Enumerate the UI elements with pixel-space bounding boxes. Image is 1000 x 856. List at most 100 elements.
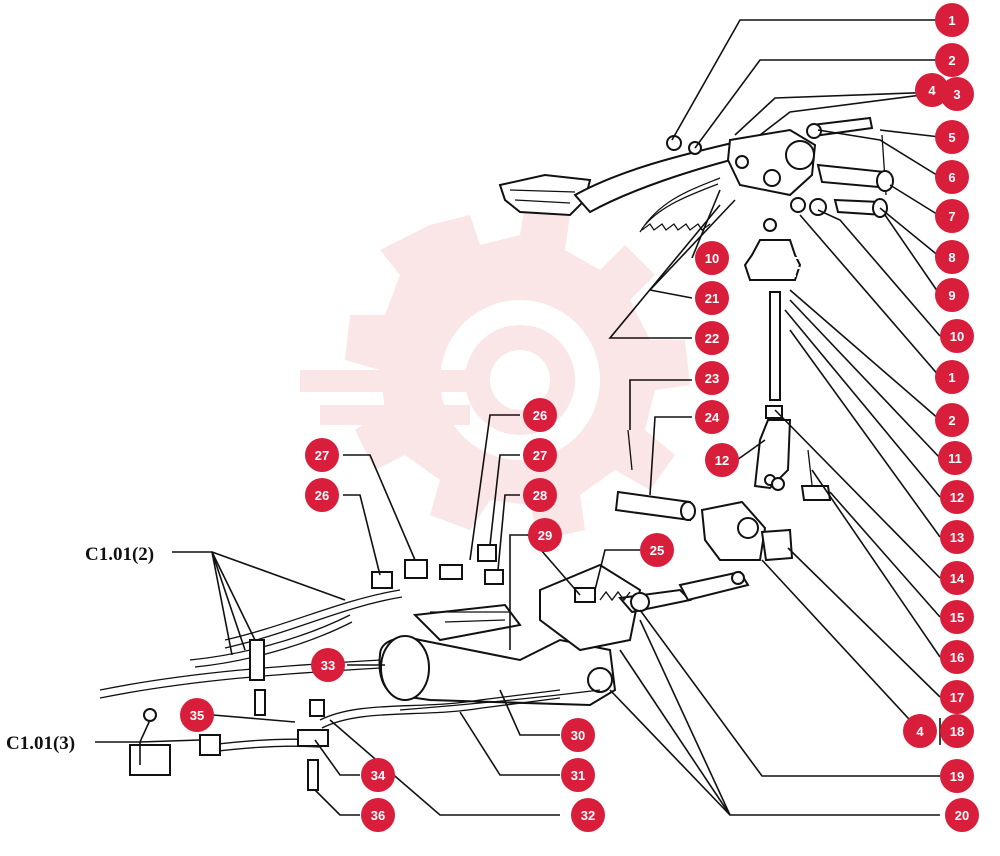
callout-number: 22 xyxy=(705,331,719,346)
callout-number: 19 xyxy=(950,769,964,784)
callout-circle xyxy=(180,698,214,732)
callout-badge: 27 xyxy=(523,438,557,472)
callout-badge: 15 xyxy=(940,600,974,634)
callout-circle xyxy=(561,758,595,792)
callout-circle xyxy=(940,77,974,111)
callout-circle xyxy=(935,403,969,437)
callout-badge: 34 xyxy=(361,758,395,792)
callout-circle xyxy=(940,600,974,634)
callout-number: 10 xyxy=(705,251,719,266)
brake-pedal xyxy=(498,128,817,233)
callout-badge: 3 xyxy=(940,77,974,111)
callout-badge: 27 xyxy=(305,438,339,472)
callout-circle xyxy=(940,561,974,595)
leader-lines xyxy=(95,19,946,816)
callout-number: 4 xyxy=(916,724,924,739)
callout-number: 8 xyxy=(948,250,955,265)
callout-circle xyxy=(938,441,972,475)
callout-badge: 2 xyxy=(935,403,969,437)
callout-number: 16 xyxy=(950,650,964,665)
callout-circle xyxy=(695,281,729,315)
callout-number: 26 xyxy=(533,408,547,423)
callout-badge: 1 xyxy=(935,360,969,394)
middle-pins xyxy=(614,429,832,562)
callout-number: 5 xyxy=(948,130,955,145)
callout-circle xyxy=(311,648,345,682)
callout-badge: 14 xyxy=(940,561,974,595)
callout-circle xyxy=(940,319,974,353)
callout-badge: 6 xyxy=(935,160,969,194)
callout-number: 36 xyxy=(371,808,385,823)
callout-badge: 21 xyxy=(695,281,729,315)
callout-badge: 22 xyxy=(695,321,729,355)
callout-badge: 4 xyxy=(915,73,949,107)
callout-badge: 12 xyxy=(705,443,739,477)
callout-circle xyxy=(935,360,969,394)
callout-badge: 24 xyxy=(695,400,729,434)
callout-circle xyxy=(695,400,729,434)
callout-number: 6 xyxy=(948,170,955,185)
callout-number: 14 xyxy=(950,571,965,586)
reference-label-c101-2: C1.01(2) xyxy=(85,544,154,565)
callout-number: 20 xyxy=(955,808,969,823)
callout-number: 17 xyxy=(950,690,964,705)
callout-circle xyxy=(903,714,937,748)
callout-circle xyxy=(935,43,969,77)
callout-badge: 28 xyxy=(523,478,557,512)
callout-badge: 12 xyxy=(940,480,974,514)
callout-circle xyxy=(935,240,969,274)
callout-badge: 30 xyxy=(561,718,595,752)
callout-circle xyxy=(305,438,339,472)
callout-badge: 7 xyxy=(935,199,969,233)
callout-badge: 13 xyxy=(940,520,974,554)
callout-circle xyxy=(940,520,974,554)
callout-number: 2 xyxy=(948,413,955,428)
callout-number: 28 xyxy=(533,488,547,503)
reference-label-c101-3: C1.01(3) xyxy=(6,733,75,754)
callout-circle xyxy=(523,438,557,472)
callout-circle xyxy=(695,241,729,275)
callout-circle xyxy=(940,714,974,748)
callout-badge: 10 xyxy=(940,319,974,353)
gear-logo-watermark xyxy=(300,205,690,540)
callout-circle xyxy=(361,798,395,832)
callout-badge: 5 xyxy=(935,120,969,154)
callout-number: 12 xyxy=(715,453,729,468)
callout-number: 33 xyxy=(321,658,335,673)
callout-badge: 25 xyxy=(640,533,674,567)
callout-circle xyxy=(523,478,557,512)
brake-pipes xyxy=(99,589,601,753)
callout-circle xyxy=(940,480,974,514)
callout-circle xyxy=(705,443,739,477)
callout-number: 23 xyxy=(705,371,719,386)
callout-circle xyxy=(940,759,974,793)
callout-badge: 11 xyxy=(938,441,972,475)
callout-circle xyxy=(945,798,979,832)
callout-circle xyxy=(935,120,969,154)
callout-badge: 32 xyxy=(571,798,605,832)
callout-circle xyxy=(915,73,949,107)
callout-number: 21 xyxy=(705,291,719,306)
callout-badge: 10 xyxy=(695,241,729,275)
callout-badge: 9 xyxy=(935,278,969,312)
callout-number: 10 xyxy=(950,329,964,344)
callout-number: 27 xyxy=(533,448,547,463)
callout-badge: 2 xyxy=(935,43,969,77)
callout-badge: 36 xyxy=(361,798,395,832)
callout-number: 9 xyxy=(948,288,955,303)
callout-number: 31 xyxy=(571,768,585,783)
callout-badge: 19 xyxy=(940,759,974,793)
callout-number: 29 xyxy=(538,528,552,543)
callout-badge: 18 xyxy=(940,714,974,748)
callout-number: 4 xyxy=(928,83,936,98)
callout-number: 12 xyxy=(950,490,964,505)
callout-number: 35 xyxy=(190,708,204,723)
pedal-hardware xyxy=(666,116,894,232)
master-cylinder xyxy=(378,563,750,707)
callout-badge: 20 xyxy=(945,798,979,832)
callout-circle xyxy=(940,680,974,714)
callout-circle xyxy=(640,533,674,567)
callout-circle xyxy=(305,478,339,512)
